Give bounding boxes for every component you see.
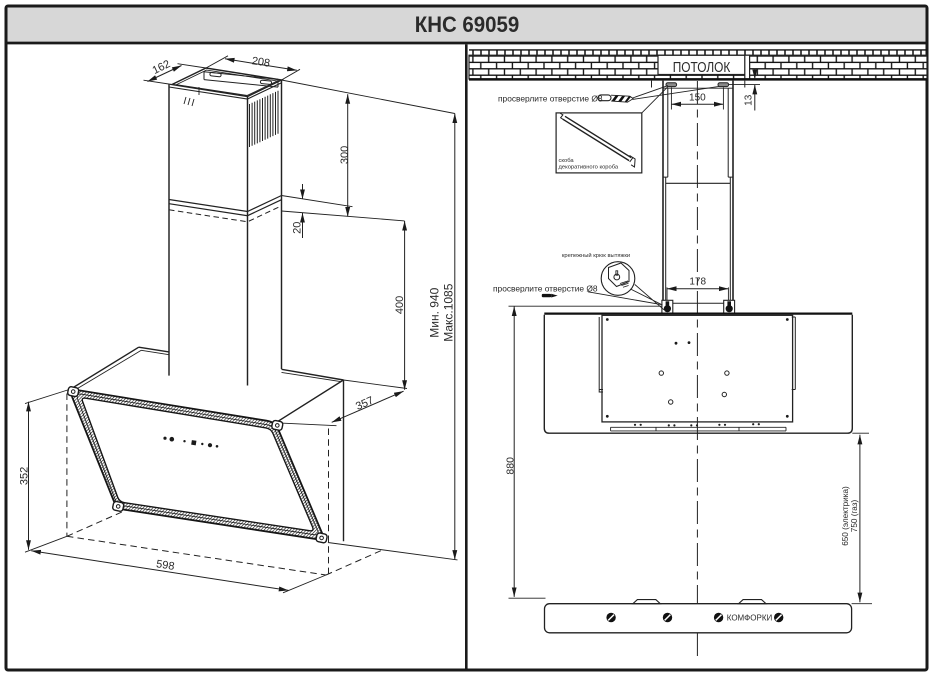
svg-text:13: 13 xyxy=(743,94,754,106)
svg-text:ПОТОЛОК: ПОТОЛОК xyxy=(673,60,731,76)
svg-text:352: 352 xyxy=(18,467,30,485)
svg-text:просверлите отверстие Ø8: просверлите отверстие Ø8 xyxy=(498,93,603,103)
svg-text:крепежный крюк вытяжки: крепежный крюк вытяжки xyxy=(562,252,630,259)
svg-text:880: 880 xyxy=(504,457,516,475)
svg-text:скоба: скоба xyxy=(559,158,575,164)
svg-text:20: 20 xyxy=(292,222,304,234)
svg-text:178: 178 xyxy=(689,277,706,288)
svg-text:400: 400 xyxy=(394,296,406,314)
svg-text:150: 150 xyxy=(689,93,706,104)
svg-text:300: 300 xyxy=(339,146,351,164)
svg-text:КНС 69059: КНС 69059 xyxy=(415,12,520,37)
svg-text:650 (электрика): 650 (электрика) xyxy=(841,486,850,546)
svg-text:208: 208 xyxy=(251,55,271,70)
svg-text:просверлите отверстие Ø8: просверлите отверстие Ø8 xyxy=(493,283,598,293)
svg-text:Мин. 940: Мин. 940 xyxy=(428,287,442,337)
svg-text:750 (газ): 750 (газ) xyxy=(850,500,859,533)
svg-text:598: 598 xyxy=(155,558,175,573)
svg-text:Макс.1085: Макс.1085 xyxy=(441,283,455,342)
svg-text:КОМФОРКИ: КОМФОРКИ xyxy=(727,612,773,622)
svg-text:декоративного короба: декоративного короба xyxy=(559,165,619,171)
